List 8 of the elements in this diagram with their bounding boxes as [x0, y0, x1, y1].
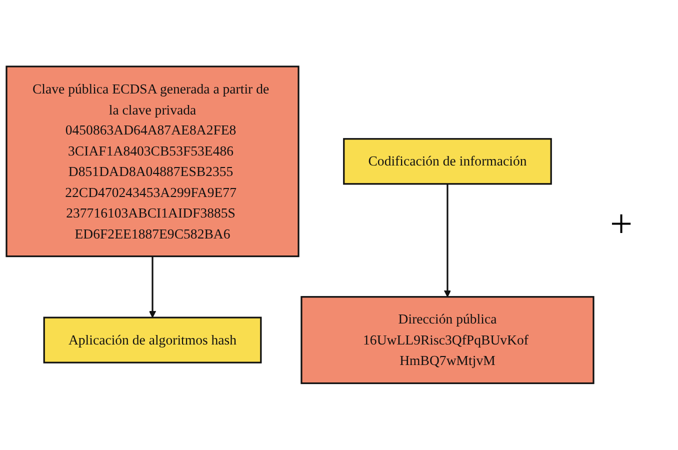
node-box [300, 296, 594, 384]
node-box [6, 66, 300, 258]
flowchart: Clave pública ECDSA generada a partir de la clave privada 0450863AD64A87AE8A2FE8 3CIAF1A8403CB53F53E486 D851DAD8A04887ESB2355 22CD470243453A299FA9E77 237716103ABCI1AIDF3885S ED6F2EE1887E9C582BA6 Aplicación de algoritmos hash Codificación de información Dirección pública 16UwLL9Risc3QfPqBUvKof HmBQ7wMtjvM [0, 60, 600, 390]
arrow [148, 256, 156, 318]
node-box [343, 138, 552, 185]
plus-sign: + [610, 200, 633, 247]
node-box [43, 316, 262, 364]
arrow [444, 184, 452, 298]
